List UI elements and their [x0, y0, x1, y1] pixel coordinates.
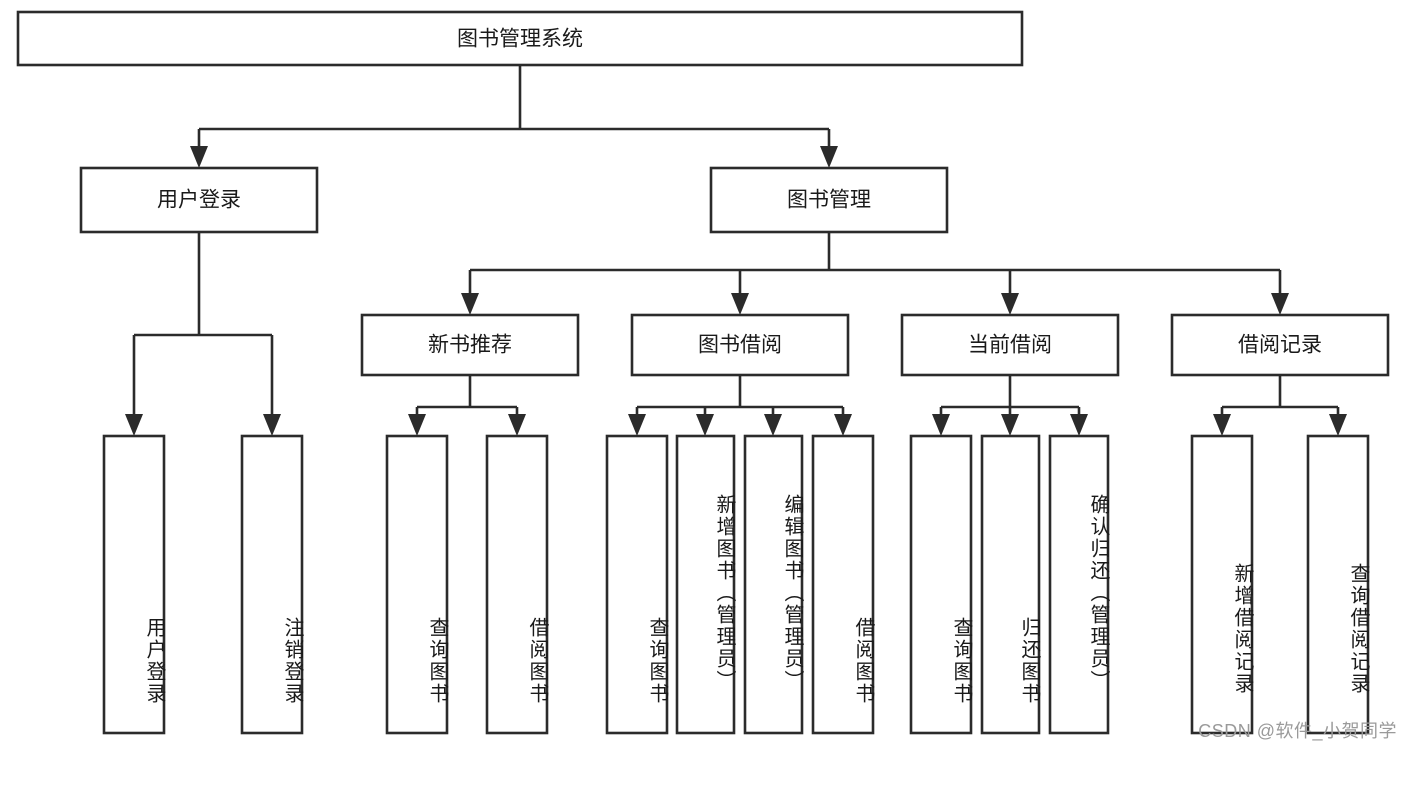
node-label-new-book-recommendation: 新书推荐 — [428, 334, 512, 357]
node-box-leaf-edit-book-admin[interactable] — [743, 434, 804, 735]
node-box-new-book-recommendation[interactable] — [360, 313, 580, 377]
node-label-user-login: 用户登录 — [157, 189, 241, 212]
node-box-leaf-borrow-books-1[interactable] — [485, 434, 549, 735]
arrowhead-current-leaf1 — [932, 414, 950, 436]
node-box-user-login[interactable] — [79, 166, 319, 234]
node-label-root: 图书管理系统 — [457, 28, 583, 51]
arrowhead-new-book — [461, 293, 479, 315]
node-box-book-management[interactable] — [709, 166, 949, 234]
node-box-leaf-query-record[interactable] — [1306, 434, 1370, 735]
node-box-leaf-borrow-books-2[interactable] — [811, 434, 875, 735]
node-box-leaf-return-books[interactable] — [980, 434, 1041, 735]
node-box-borrowing-records[interactable] — [1170, 313, 1390, 377]
org-chart-diagram: 图书管理系统 用户登录 图书管理 新书推荐 图书借阅 当前借阅 借阅记录 — [16, 10, 1397, 741]
node-label-book-borrowing: 图书借阅 — [698, 334, 782, 357]
arrowhead-newbook-leaf2 — [508, 414, 526, 436]
node-box-current-borrowing[interactable] — [900, 313, 1120, 377]
arrowhead-records-leaf2 — [1329, 414, 1347, 436]
node-box-leaf-user-login[interactable] — [102, 434, 166, 735]
node-box-leaf-query-books-2[interactable] — [605, 434, 669, 735]
arrowhead-borrowing-leaf2 — [696, 414, 714, 436]
node-box-leaf-add-record[interactable] — [1190, 434, 1254, 735]
node-box-root[interactable] — [16, 10, 1024, 67]
arrowhead-leaf-user-login — [125, 414, 143, 436]
diagram-canvas: 图书管理系统 用户登录 图书管理 新书推荐 图书借阅 当前借阅 借阅记录 — [16, 10, 1390, 735]
arrowhead-book-borrowing — [731, 293, 749, 315]
node-box-leaf-query-books-1[interactable] — [385, 434, 449, 735]
connectors-layer — [125, 65, 1347, 436]
node-box-book-borrowing[interactable] — [630, 313, 850, 377]
node-label-borrowing-records: 借阅记录 — [1238, 334, 1322, 357]
node-label-book-management: 图书管理 — [787, 189, 871, 212]
arrowhead-current-leaf3 — [1070, 414, 1088, 436]
arrowhead-records-leaf1 — [1213, 414, 1231, 436]
nodes-layer: 图书管理系统 用户登录 图书管理 新书推荐 图书借阅 当前借阅 借阅记录 — [16, 10, 1390, 735]
node-box-leaf-query-books-3[interactable] — [909, 434, 973, 735]
node-label-current-borrowing: 当前借阅 — [968, 334, 1052, 357]
node-box-leaf-confirm-return-admin[interactable] — [1048, 434, 1110, 735]
arrowhead-borrowing-records — [1271, 293, 1289, 315]
node-box-leaf-add-book-admin[interactable] — [675, 434, 736, 735]
arrowhead-newbook-leaf1 — [408, 414, 426, 436]
arrowhead-leaf-logout — [263, 414, 281, 436]
arrowhead-current-borrowing — [1001, 293, 1019, 315]
arrowhead-book-management — [820, 146, 838, 168]
node-box-leaf-logout[interactable] — [240, 434, 304, 735]
arrowhead-borrowing-leaf4 — [834, 414, 852, 436]
watermark-text: CSDN @软件_小贺同学 — [1198, 721, 1397, 741]
arrowhead-current-leaf2 — [1001, 414, 1019, 436]
arrowhead-borrowing-leaf1 — [628, 414, 646, 436]
arrowhead-user-login — [190, 146, 208, 168]
arrowhead-borrowing-leaf3 — [764, 414, 782, 436]
